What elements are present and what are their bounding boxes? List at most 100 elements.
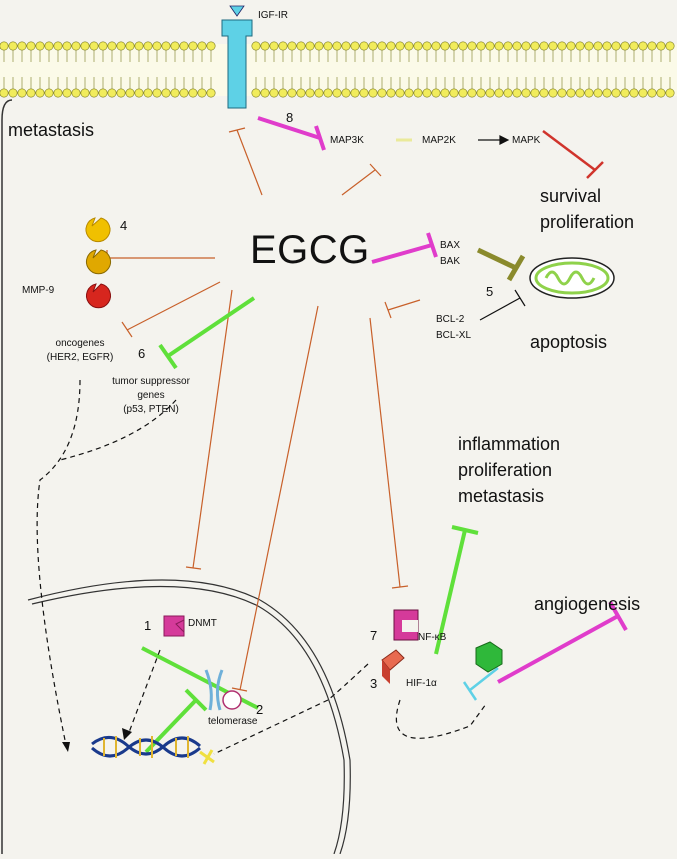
- number-8: 8: [286, 110, 294, 125]
- lipid-head: [116, 41, 126, 51]
- lipid-head: [98, 41, 108, 51]
- lipid-head: [638, 88, 648, 98]
- lipid-head: [305, 41, 315, 51]
- dashed-arrowheads: [62, 728, 132, 752]
- lipid-head: [440, 88, 450, 98]
- lipid-head: [431, 41, 441, 51]
- lipid-head: [665, 88, 675, 98]
- lipid-head: [467, 88, 477, 98]
- lipid-head: [80, 41, 90, 51]
- lipid-head: [413, 88, 423, 98]
- angiogenesis-label: angiogenesis: [534, 594, 641, 614]
- lipid-head: [134, 88, 144, 98]
- lipid-head: [557, 88, 567, 98]
- egcg-inhibition-lines: [106, 127, 421, 692]
- lipid-head: [611, 88, 621, 98]
- lipid-head: [296, 88, 306, 98]
- lipid-head: [152, 41, 162, 51]
- map3k-label: MAP3K: [330, 135, 364, 146]
- lipid-head: [197, 88, 207, 98]
- lipid-head: [539, 88, 549, 98]
- lipid-head: [116, 88, 126, 98]
- lipid-head: [566, 88, 576, 98]
- lipid-head: [62, 41, 72, 51]
- number-2: 2: [256, 702, 264, 717]
- lipid-head: [323, 88, 333, 98]
- metastasis-top-label: metastasis: [8, 120, 95, 140]
- lipid-head: [44, 41, 54, 51]
- lipid-head: [449, 41, 459, 51]
- lipid-head: [431, 88, 441, 98]
- lipid-head: [413, 41, 423, 51]
- receptor-label: IGF-IR: [258, 10, 288, 21]
- plasma-membrane: [0, 41, 677, 98]
- lipid-head: [476, 88, 486, 98]
- inflammation-label: inflammation: [458, 434, 561, 454]
- lipid-head: [269, 41, 279, 51]
- nfkb-label: NF-κB: [418, 632, 447, 643]
- lipid-head: [206, 88, 216, 98]
- nfkb-icon: [393, 609, 419, 641]
- bax-label: BAX: [440, 240, 461, 251]
- lipid-head: [8, 41, 18, 51]
- lipid-head: [89, 41, 99, 51]
- lipid-head: [395, 88, 405, 98]
- hif1a-label: HIF-1α: [406, 678, 437, 689]
- lipid-head: [629, 41, 639, 51]
- number-3: 3: [370, 676, 378, 691]
- lipid-head: [377, 41, 387, 51]
- bax-mitochondria-link: [476, 247, 526, 282]
- lipid-head: [143, 88, 153, 98]
- number-1: 1: [144, 618, 152, 633]
- lipid-head: [593, 41, 603, 51]
- lipid-head: [566, 41, 576, 51]
- lipid-head: [143, 41, 153, 51]
- mmp-yellow-icon: [85, 217, 111, 243]
- lipid-head: [260, 88, 270, 98]
- lipid-head: [125, 88, 135, 98]
- lipid-head: [107, 88, 117, 98]
- yellow-markers: [199, 749, 215, 765]
- lipid-head: [422, 41, 432, 51]
- bcl2-mitochondria-inhibition: [479, 289, 526, 321]
- mmp-orange-icon: [86, 249, 111, 275]
- lipid-head: [575, 88, 585, 98]
- apoptosis-label: apoptosis: [530, 332, 608, 352]
- mapk-survival-inhibition: [542, 130, 604, 179]
- lipid-head: [341, 88, 351, 98]
- lipid-head: [80, 88, 90, 98]
- lipid-head: [620, 41, 630, 51]
- lipid-head: [386, 41, 396, 51]
- lipid-head: [26, 41, 36, 51]
- lipid-head: [521, 88, 531, 98]
- lipid-head: [404, 88, 414, 98]
- cell-border: [1, 99, 13, 854]
- lipid-head: [656, 88, 666, 98]
- lipid-head: [512, 88, 522, 98]
- lipid-head: [8, 88, 18, 98]
- lipid-head: [161, 41, 171, 51]
- lipid-head: [467, 41, 477, 51]
- dna-helix: [91, 736, 201, 758]
- lipid-head: [314, 88, 324, 98]
- lipid-head: [656, 41, 666, 51]
- lipid-head: [17, 88, 27, 98]
- lipid-head: [548, 41, 558, 51]
- lipid-head: [485, 88, 495, 98]
- metastasis2-label: metastasis: [458, 486, 545, 506]
- lipid-head: [152, 88, 162, 98]
- mmp9-red-icon: [86, 283, 111, 309]
- chromosome-telomerase: [204, 669, 242, 711]
- lipid-head: [593, 88, 603, 98]
- number-4: 4: [120, 218, 128, 233]
- tumor-suppressor-list: (p53, PTEN): [123, 404, 179, 415]
- lipid-head: [665, 41, 675, 51]
- lipid-head: [89, 88, 99, 98]
- lipid-head: [197, 41, 207, 51]
- mapk-label: MAPK: [512, 135, 541, 146]
- lipid-head: [260, 41, 270, 51]
- hif1a-icon: [381, 649, 405, 684]
- oncogenes-label: oncogenes: [55, 338, 105, 349]
- lipid-head: [107, 41, 117, 51]
